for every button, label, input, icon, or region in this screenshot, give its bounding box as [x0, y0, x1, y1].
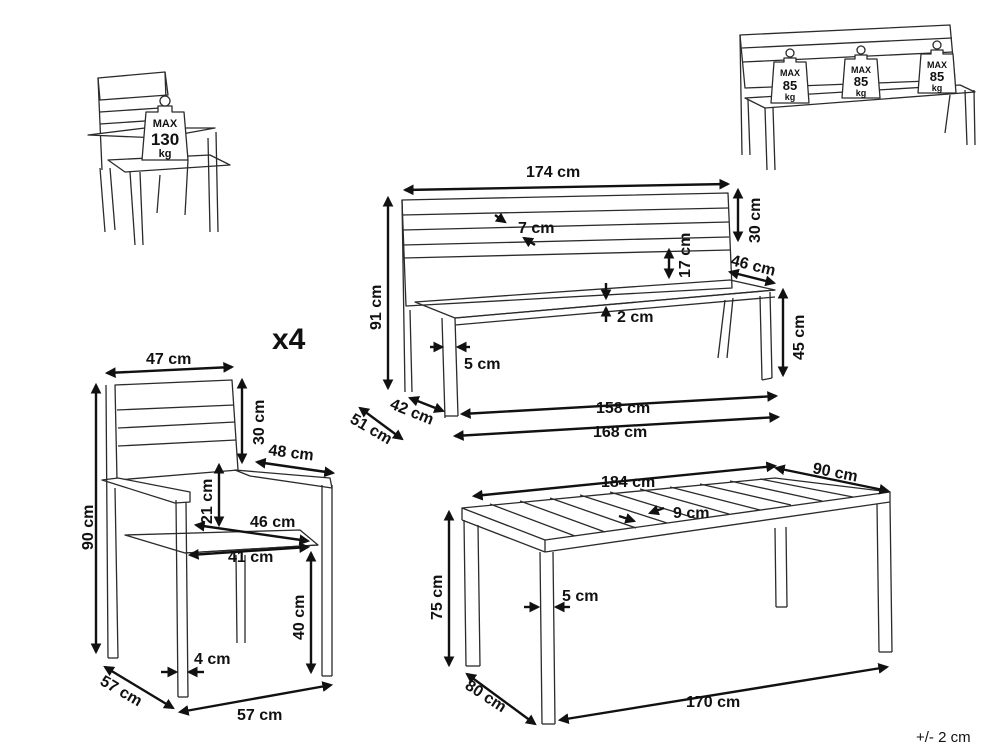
table-width-dimension	[773, 464, 891, 495]
chair-max-weight-icon: MAX 130 kg	[141, 95, 189, 161]
bench-seat-depth-label: 46 cm	[729, 252, 777, 279]
table-depth-label: 80 cm	[462, 677, 509, 716]
bench-weight-2-unit: kg	[856, 88, 867, 98]
bench-length-dimension	[402, 178, 731, 196]
bench-weight-2-value: 85	[854, 74, 868, 89]
chair-seat-width-dimension	[187, 542, 311, 560]
chair-depth-label: 57 cm	[97, 673, 145, 710]
bench-weight-3-unit: kg	[932, 83, 943, 93]
chair-arm-height-label: 21 cm	[199, 479, 216, 524]
bench-weight-3-max: MAX	[927, 60, 947, 70]
bench-seat-depth-dimension	[727, 268, 777, 287]
bench-weight-1-value: 85	[783, 78, 797, 93]
chair-seat-depth-label: 46 cm	[250, 514, 295, 531]
bench-inner-length-label: 158 cm	[596, 400, 650, 417]
quantity-label: x4	[272, 323, 306, 356]
chair-seat-depth-dimension	[193, 520, 311, 546]
chair-seat-height-label: 40 cm	[291, 595, 308, 640]
table-slat-gap-arrow-left	[618, 513, 637, 524]
chair-max-value: 130	[151, 130, 179, 149]
bench-weight-1-max: MAX	[780, 68, 800, 78]
chair-width-dimension	[104, 362, 235, 378]
tolerance-note: +/- 2 cm	[916, 729, 971, 746]
bench-seat-thickness-label: 2 cm	[617, 309, 653, 326]
bench-inner-length-dimension	[459, 391, 779, 419]
table-depth-dimension	[465, 672, 537, 726]
bench-outer-length-dimension	[452, 412, 781, 441]
bench-slat-gap-arrow-bottom	[522, 236, 536, 248]
table-length-label: 184 cm	[601, 474, 655, 491]
table-width-label: 90 cm	[811, 460, 859, 485]
chair-front-width-dimension	[177, 681, 334, 716]
bench-weight-2-max: MAX	[851, 65, 871, 75]
bench-back-height-label: 30 cm	[747, 198, 764, 243]
chair-depth-dimension	[103, 665, 175, 710]
bench-max-weight-icon-1: MAX 85 kg	[770, 48, 810, 104]
bench-depth-dimension	[358, 406, 404, 441]
table-inner-length-label: 170 cm	[686, 694, 740, 711]
bench-leg-depth-dimension	[407, 396, 446, 413]
bench-back-slat-label: 17 cm	[677, 233, 694, 278]
chair-seat-width-label: 41 cm	[228, 549, 273, 566]
chair-arm-depth-label: 48 cm	[268, 442, 315, 464]
chair-back-height-label: 30 cm	[251, 400, 268, 445]
chair-leg-label: 4 cm	[194, 651, 230, 668]
chair-arm-depth-dimension	[254, 457, 336, 478]
bench-max-weight-icon-2: MAX 85 kg	[841, 45, 881, 99]
table-height-label: 75 cm	[429, 575, 446, 620]
bench-weight-1-unit: kg	[785, 92, 796, 102]
table-slat-gap-arrow-right	[647, 505, 665, 516]
bench-slat-gap-label: 7 cm	[518, 220, 554, 237]
chair-max-unit: kg	[159, 148, 172, 160]
chair-max-label: MAX	[153, 118, 178, 130]
bench-length-label: 174 cm	[526, 164, 580, 181]
bench-slat-gap-arrow-top	[494, 212, 507, 224]
bench-leg-label: 5 cm	[464, 356, 500, 373]
chair-width-label: 47 cm	[146, 351, 191, 368]
bench-height-label: 91 cm	[368, 285, 385, 330]
table-leg-label: 5 cm	[562, 588, 598, 605]
chair-front-width-label: 57 cm	[237, 707, 282, 724]
table-slat-gap-label: 9 cm	[673, 505, 709, 522]
bench-weight-3-value: 85	[930, 69, 944, 84]
table-inner-length-dimension	[557, 663, 890, 724]
bench-drawing	[401, 192, 776, 419]
bench-leg-depth-label: 42 cm	[388, 396, 436, 429]
bench-outer-length-label: 168 cm	[593, 424, 647, 441]
bench-max-weight-icon-3: MAX 85 kg	[917, 40, 957, 94]
table-length-dimension	[471, 461, 778, 501]
bench-seat-height-label: 45 cm	[791, 315, 808, 360]
chair-height-label: 90 cm	[80, 505, 97, 550]
